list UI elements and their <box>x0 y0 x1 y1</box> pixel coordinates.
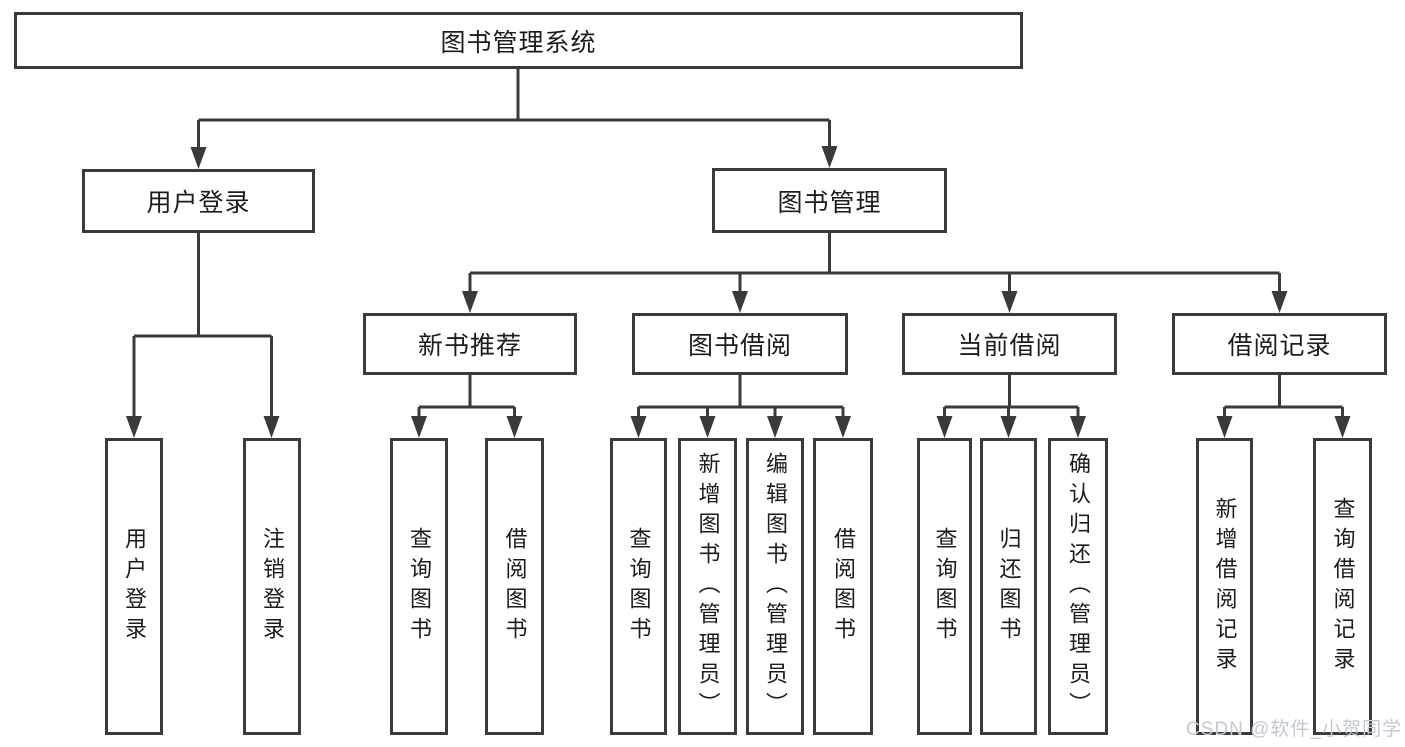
leaf-add-borrow-record: 新增借阅记录 <box>1196 438 1253 735</box>
leaf-borrow-books-1: 借阅图书 <box>485 438 544 735</box>
node-new-book-recommend: 新书推荐 <box>363 313 577 375</box>
leaf-query-borrow-record: 查询借阅记录 <box>1313 438 1372 735</box>
node-book-borrow: 图书借阅 <box>632 313 848 375</box>
leaf-borrow-books-2: 借阅图书 <box>813 438 873 735</box>
leaf-logout: 注销登录 <box>243 438 301 735</box>
leaf-return-books: 归还图书 <box>980 438 1037 735</box>
leaf-edit-books-admin: 编辑图书（管理员） <box>746 438 804 735</box>
leaf-query-books-3: 查询图书 <box>917 438 972 735</box>
node-book-management: 图书管理 <box>712 168 947 233</box>
leaf-add-books-admin: 新增图书（管理员） <box>678 438 737 735</box>
watermark-text: CSDN @软件_小贺同学 <box>1186 719 1402 740</box>
arrowheads <box>126 146 1351 438</box>
node-borrow-records: 借阅记录 <box>1172 313 1387 375</box>
leaf-query-books-1: 查询图书 <box>390 438 448 735</box>
leaf-user-login: 用户登录 <box>105 438 163 735</box>
node-library-system: 图书管理系统 <box>14 12 1023 69</box>
node-current-borrow: 当前借阅 <box>902 313 1117 375</box>
leaf-query-books-2: 查询图书 <box>610 438 667 735</box>
node-user-login: 用户登录 <box>82 169 315 233</box>
leaf-confirm-return-admin: 确认归还（管理员） <box>1048 438 1108 735</box>
